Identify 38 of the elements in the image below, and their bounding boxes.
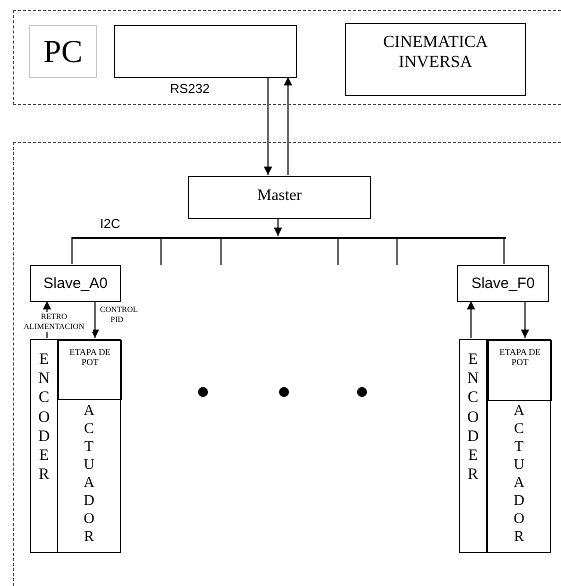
bus-line — [72, 237, 506, 239]
power-stage-box — [488, 340, 552, 401]
edge-label: RS232 — [170, 82, 210, 95]
arrow — [90, 301, 100, 338]
pc-label-box — [29, 25, 97, 78]
connector-line — [503, 237, 505, 264]
process-box — [30, 265, 121, 302]
arrow — [274, 218, 282, 236]
node-text: ENCODER — [37, 350, 51, 484]
node-text: ACTUADOR — [82, 402, 96, 546]
process-box — [457, 265, 549, 302]
connector-line — [71, 237, 73, 264]
arrow — [520, 301, 530, 338]
node-text: ENCODER — [466, 350, 480, 484]
node-text: PC — [42, 32, 84, 71]
encoder-box — [30, 339, 58, 553]
node-text: ETAPA DE POT — [68, 346, 112, 367]
node-text: ETAPA DE POT — [498, 346, 542, 367]
connector-line — [220, 237, 222, 265]
arrow — [264, 77, 272, 175]
connector-line — [160, 237, 162, 265]
arrow — [466, 301, 476, 338]
node-text: Master — [256, 186, 303, 205]
arrow — [284, 77, 292, 175]
connector-line — [337, 237, 339, 265]
process-box — [114, 25, 297, 78]
actuator-box — [487, 339, 551, 553]
power-stage-box — [58, 340, 122, 400]
process-box — [345, 23, 526, 96]
node-text: CINEMATICA INVERSA — [382, 31, 489, 72]
node-text: Slave_A0 — [42, 274, 109, 294]
connector-line — [396, 237, 398, 265]
bus-label: I2C — [100, 217, 120, 230]
encoder-box — [459, 339, 487, 553]
node-text: ACTUADOR — [512, 402, 526, 546]
actuator-box — [57, 339, 121, 553]
node-text: Slave_F0 — [470, 274, 536, 294]
process-box — [188, 176, 371, 219]
